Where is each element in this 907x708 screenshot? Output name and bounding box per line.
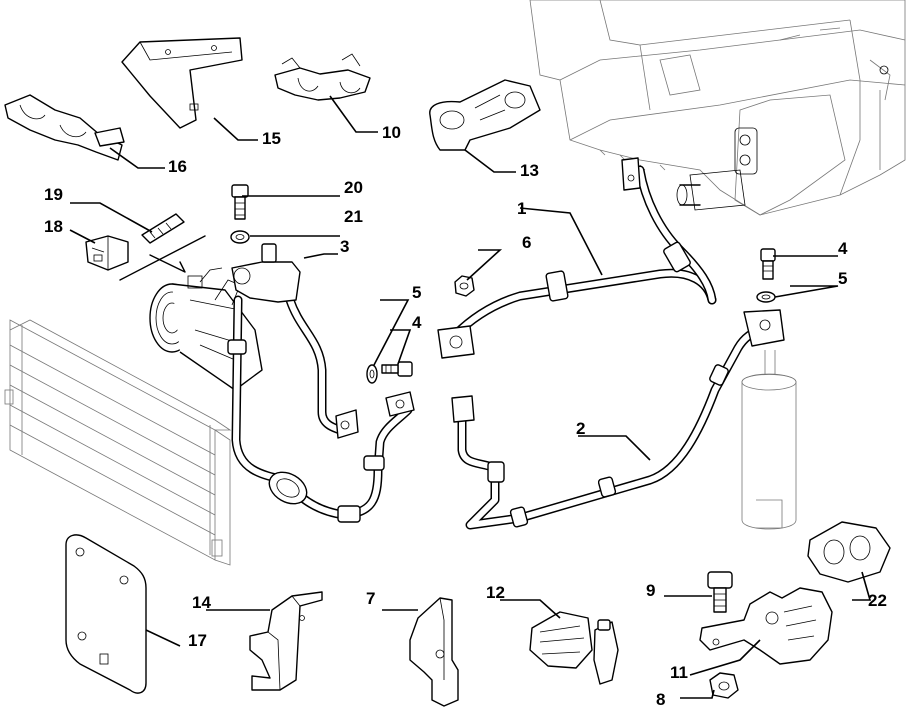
callout-2: 2 bbox=[576, 419, 585, 438]
part-15-bracket bbox=[121, 37, 243, 129]
part-14-bracket bbox=[249, 591, 323, 691]
part-9-bolt bbox=[707, 571, 733, 613]
callout-20: 20 bbox=[344, 178, 363, 197]
receiver-drier bbox=[741, 350, 797, 530]
callout-21: 21 bbox=[344, 207, 363, 226]
callout-6: 6 bbox=[522, 233, 531, 252]
hose-3 bbox=[231, 243, 359, 439]
part-5-washer-left bbox=[366, 364, 378, 384]
callout-22: 22 bbox=[868, 591, 887, 610]
separator-arrow bbox=[149, 254, 186, 273]
part-4-bolt-right bbox=[760, 248, 776, 280]
part-5-washer-right bbox=[756, 291, 776, 303]
part-19-clip bbox=[141, 213, 185, 244]
callout-8: 8 bbox=[656, 690, 665, 708]
part-17-plate bbox=[65, 534, 147, 694]
callout-11: 11 bbox=[670, 663, 688, 682]
callout-5-right: 5 bbox=[838, 269, 847, 288]
part-18-connector bbox=[85, 235, 129, 271]
callout-7: 7 bbox=[366, 589, 375, 608]
part-6-nut bbox=[454, 275, 475, 297]
callout-4-left: 4 bbox=[412, 313, 422, 332]
callout-9: 9 bbox=[646, 581, 655, 600]
part-4-bolt-left bbox=[381, 361, 413, 377]
hose-discharge bbox=[227, 295, 415, 523]
callout-15: 15 bbox=[262, 129, 281, 148]
part-12-valve bbox=[529, 611, 619, 685]
callout-16: 16 bbox=[168, 157, 187, 176]
leader-lines bbox=[69, 95, 872, 699]
pipe-1 bbox=[437, 157, 717, 359]
part-21-washer bbox=[230, 230, 250, 244]
callout-19: 19 bbox=[44, 185, 63, 204]
callout-5-left: 5 bbox=[412, 283, 421, 302]
callout-4-right: 4 bbox=[838, 239, 848, 258]
callout-1: 1 bbox=[517, 199, 526, 218]
callout-12: 12 bbox=[486, 583, 505, 602]
callout-14: 14 bbox=[192, 593, 211, 612]
part-11-bracket bbox=[699, 587, 833, 665]
part-13-clip bbox=[429, 79, 541, 151]
callout-13: 13 bbox=[520, 161, 539, 180]
part-16-clip bbox=[4, 94, 125, 161]
callout-10: 10 bbox=[382, 123, 401, 142]
callout-3: 3 bbox=[340, 237, 349, 256]
part-7-bracket bbox=[409, 597, 459, 707]
callout-numbers: 16 15 10 13 1 20 21 3 19 18 6 5 4 4 5 2 … bbox=[44, 123, 887, 708]
callout-17: 17 bbox=[188, 631, 207, 650]
part-8-nut bbox=[709, 672, 739, 699]
part-20-bolt bbox=[231, 184, 249, 220]
part-10-clip bbox=[274, 53, 371, 101]
separator-line bbox=[119, 235, 206, 281]
callout-18: 18 bbox=[44, 217, 63, 236]
part-22-clip bbox=[807, 521, 891, 583]
condenser bbox=[4, 319, 232, 566]
pipe-2 bbox=[451, 309, 785, 530]
hvac-housing bbox=[529, 0, 906, 216]
